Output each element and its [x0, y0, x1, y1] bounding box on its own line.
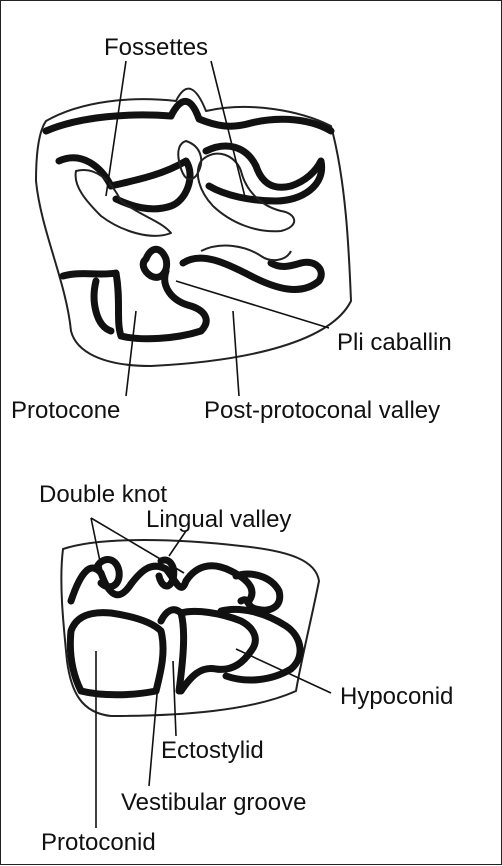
label-post-protoconal-valley: Post-protoconal valley: [204, 399, 440, 423]
label-protocone: Protocone: [11, 399, 120, 423]
leader-post-protoconal-valley: [233, 311, 239, 396]
label-hypoconid: Hypoconid: [340, 685, 453, 709]
upper-tooth: [36, 61, 351, 396]
leader-vestibular-groove: [149, 649, 161, 786]
label-fossettes: Fossettes: [104, 36, 208, 60]
leader-ectostylid: [173, 661, 176, 736]
lower-tooth: [61, 518, 331, 828]
lower-left-lobe: [70, 613, 163, 695]
upper-protocone-inner: [94, 281, 111, 331]
upper-tooth-outline: [36, 89, 351, 366]
label-double-knot: Double knot: [39, 483, 167, 507]
upper-fossette-left: [59, 158, 190, 209]
label-lingual-valley: Lingual valley: [146, 508, 291, 532]
leader-protocone: [126, 311, 136, 396]
leader-lingual-valley: [169, 531, 186, 556]
label-protoconid: Protoconid: [41, 831, 156, 855]
leader-hypoconid: [236, 649, 331, 693]
label-vestibular-groove: Vestibular groove: [121, 791, 306, 815]
label-pli-caballin: Pli caballin: [337, 331, 452, 355]
label-ectostylid: Ectostylid: [161, 739, 264, 763]
upper-post-protoconal-enamel: [183, 258, 321, 289]
leader-fossettes-left: [106, 61, 126, 196]
leader-fossettes-right: [211, 61, 246, 201]
upper-pli-caballin: [143, 249, 166, 277]
upper-fossette-right-loop: [198, 154, 294, 232]
